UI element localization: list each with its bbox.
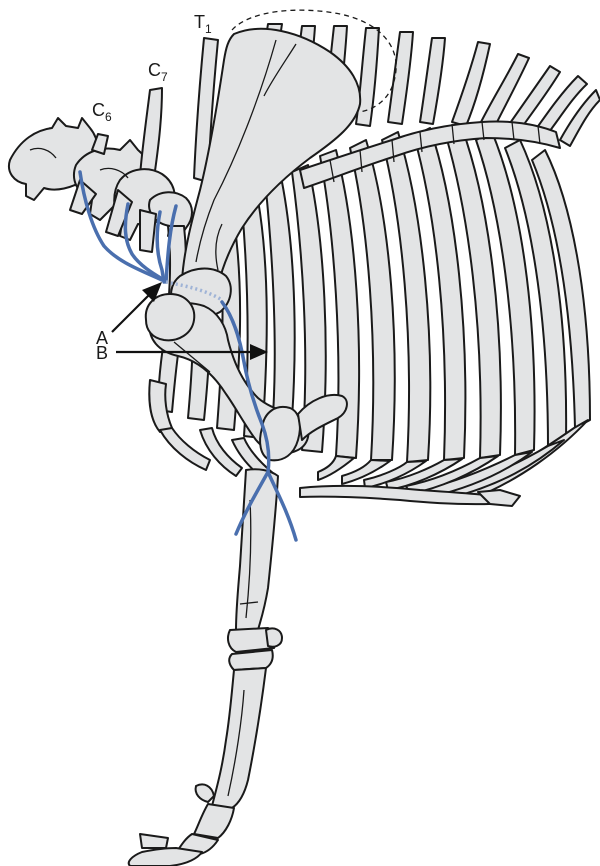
- label-t1: T1: [194, 12, 212, 36]
- accessory-carpal: [266, 628, 282, 646]
- sesamoid: [196, 784, 214, 802]
- label-c6: C6: [92, 100, 112, 124]
- carpus: [228, 628, 282, 670]
- proximal-phalanx: [194, 804, 234, 838]
- distal-phalanx-hoof: [129, 848, 202, 866]
- label-b: B: [96, 343, 108, 363]
- spinous-process-c7: [140, 88, 162, 178]
- label-c7: C7: [148, 60, 168, 84]
